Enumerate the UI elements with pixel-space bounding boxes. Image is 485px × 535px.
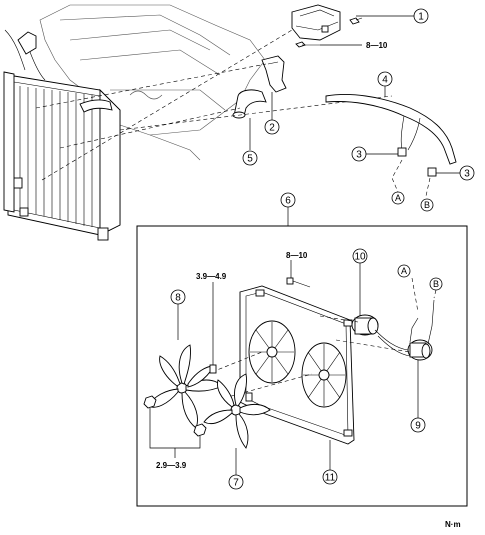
callout-circle-1: [413, 8, 429, 24]
connector-b-inset-circle: [429, 277, 443, 291]
part-3-clip-right: [427, 167, 437, 177]
part-5-upper-hose: [232, 89, 267, 119]
connector-a-top-circle: [391, 191, 405, 205]
torque-fan-blade-upper: 3.9—4.9: [196, 272, 227, 281]
callout-2: 2: [269, 123, 275, 134]
callout-7: 7: [233, 478, 239, 489]
bolt-top-bracket: [295, 41, 320, 48]
connector-b-inset: B: [433, 279, 439, 289]
part-11-fan-shroud: [239, 285, 355, 445]
part-4-wiring-harness: [325, 94, 457, 165]
callout-5: 5: [247, 154, 253, 165]
nut-fan-lower: [143, 395, 207, 437]
callout-circle-10: [352, 248, 368, 264]
radiator: [3, 29, 121, 241]
callout-3-left: 3: [356, 150, 362, 161]
callout-circle-5: [242, 150, 258, 166]
part-7-fan-blade: [203, 373, 271, 449]
callout-6: 6: [285, 196, 291, 207]
part-10-fan-motor: [351, 314, 379, 336]
connector-a-inset-circle: [397, 264, 411, 278]
part-1-upper-cover: [291, 4, 341, 41]
callout-circle-3a: [351, 146, 367, 162]
part-9-fan-motor: [407, 339, 433, 361]
callout-3-right: 3: [464, 169, 470, 180]
callout-circle-2: [264, 119, 280, 135]
torque-fan-frame: 8—10: [286, 251, 308, 260]
callout-10: 10: [354, 252, 366, 263]
connector-a-inset: A: [401, 266, 407, 276]
torque-top-bracket: 8—10: [366, 41, 388, 50]
callout-circle-11: [322, 469, 338, 485]
callout-11: 11: [325, 473, 336, 484]
callout-1: 1: [418, 12, 424, 23]
connector-b-top-circle: [420, 198, 434, 212]
callout-circle-3b: [459, 165, 475, 181]
callout-9: 9: [415, 421, 421, 432]
callout-circle-4: [377, 71, 393, 87]
assembly-guide-lines: [35, 29, 393, 181]
part-1-bolt: [349, 17, 363, 25]
callout-circle-7: [228, 474, 244, 490]
engine-outline: [39, 4, 266, 161]
connector-b-top: B: [424, 200, 430, 210]
callout-circle-8: [170, 289, 186, 305]
callout-8: 8: [175, 293, 181, 304]
bolt-fan-frame: [286, 277, 311, 288]
part-3-clip-left: [397, 147, 407, 157]
connector-a-top: A: [395, 193, 401, 203]
unit-label: N·m: [445, 520, 461, 529]
callout-4: 4: [382, 75, 388, 86]
torque-fan-nut-lower: 2.9—3.9: [156, 461, 187, 470]
part-2-mounting-bracket: [261, 55, 287, 93]
callout-circle-9: [410, 417, 426, 433]
fan-assembly-inset-frame: [136, 225, 468, 507]
